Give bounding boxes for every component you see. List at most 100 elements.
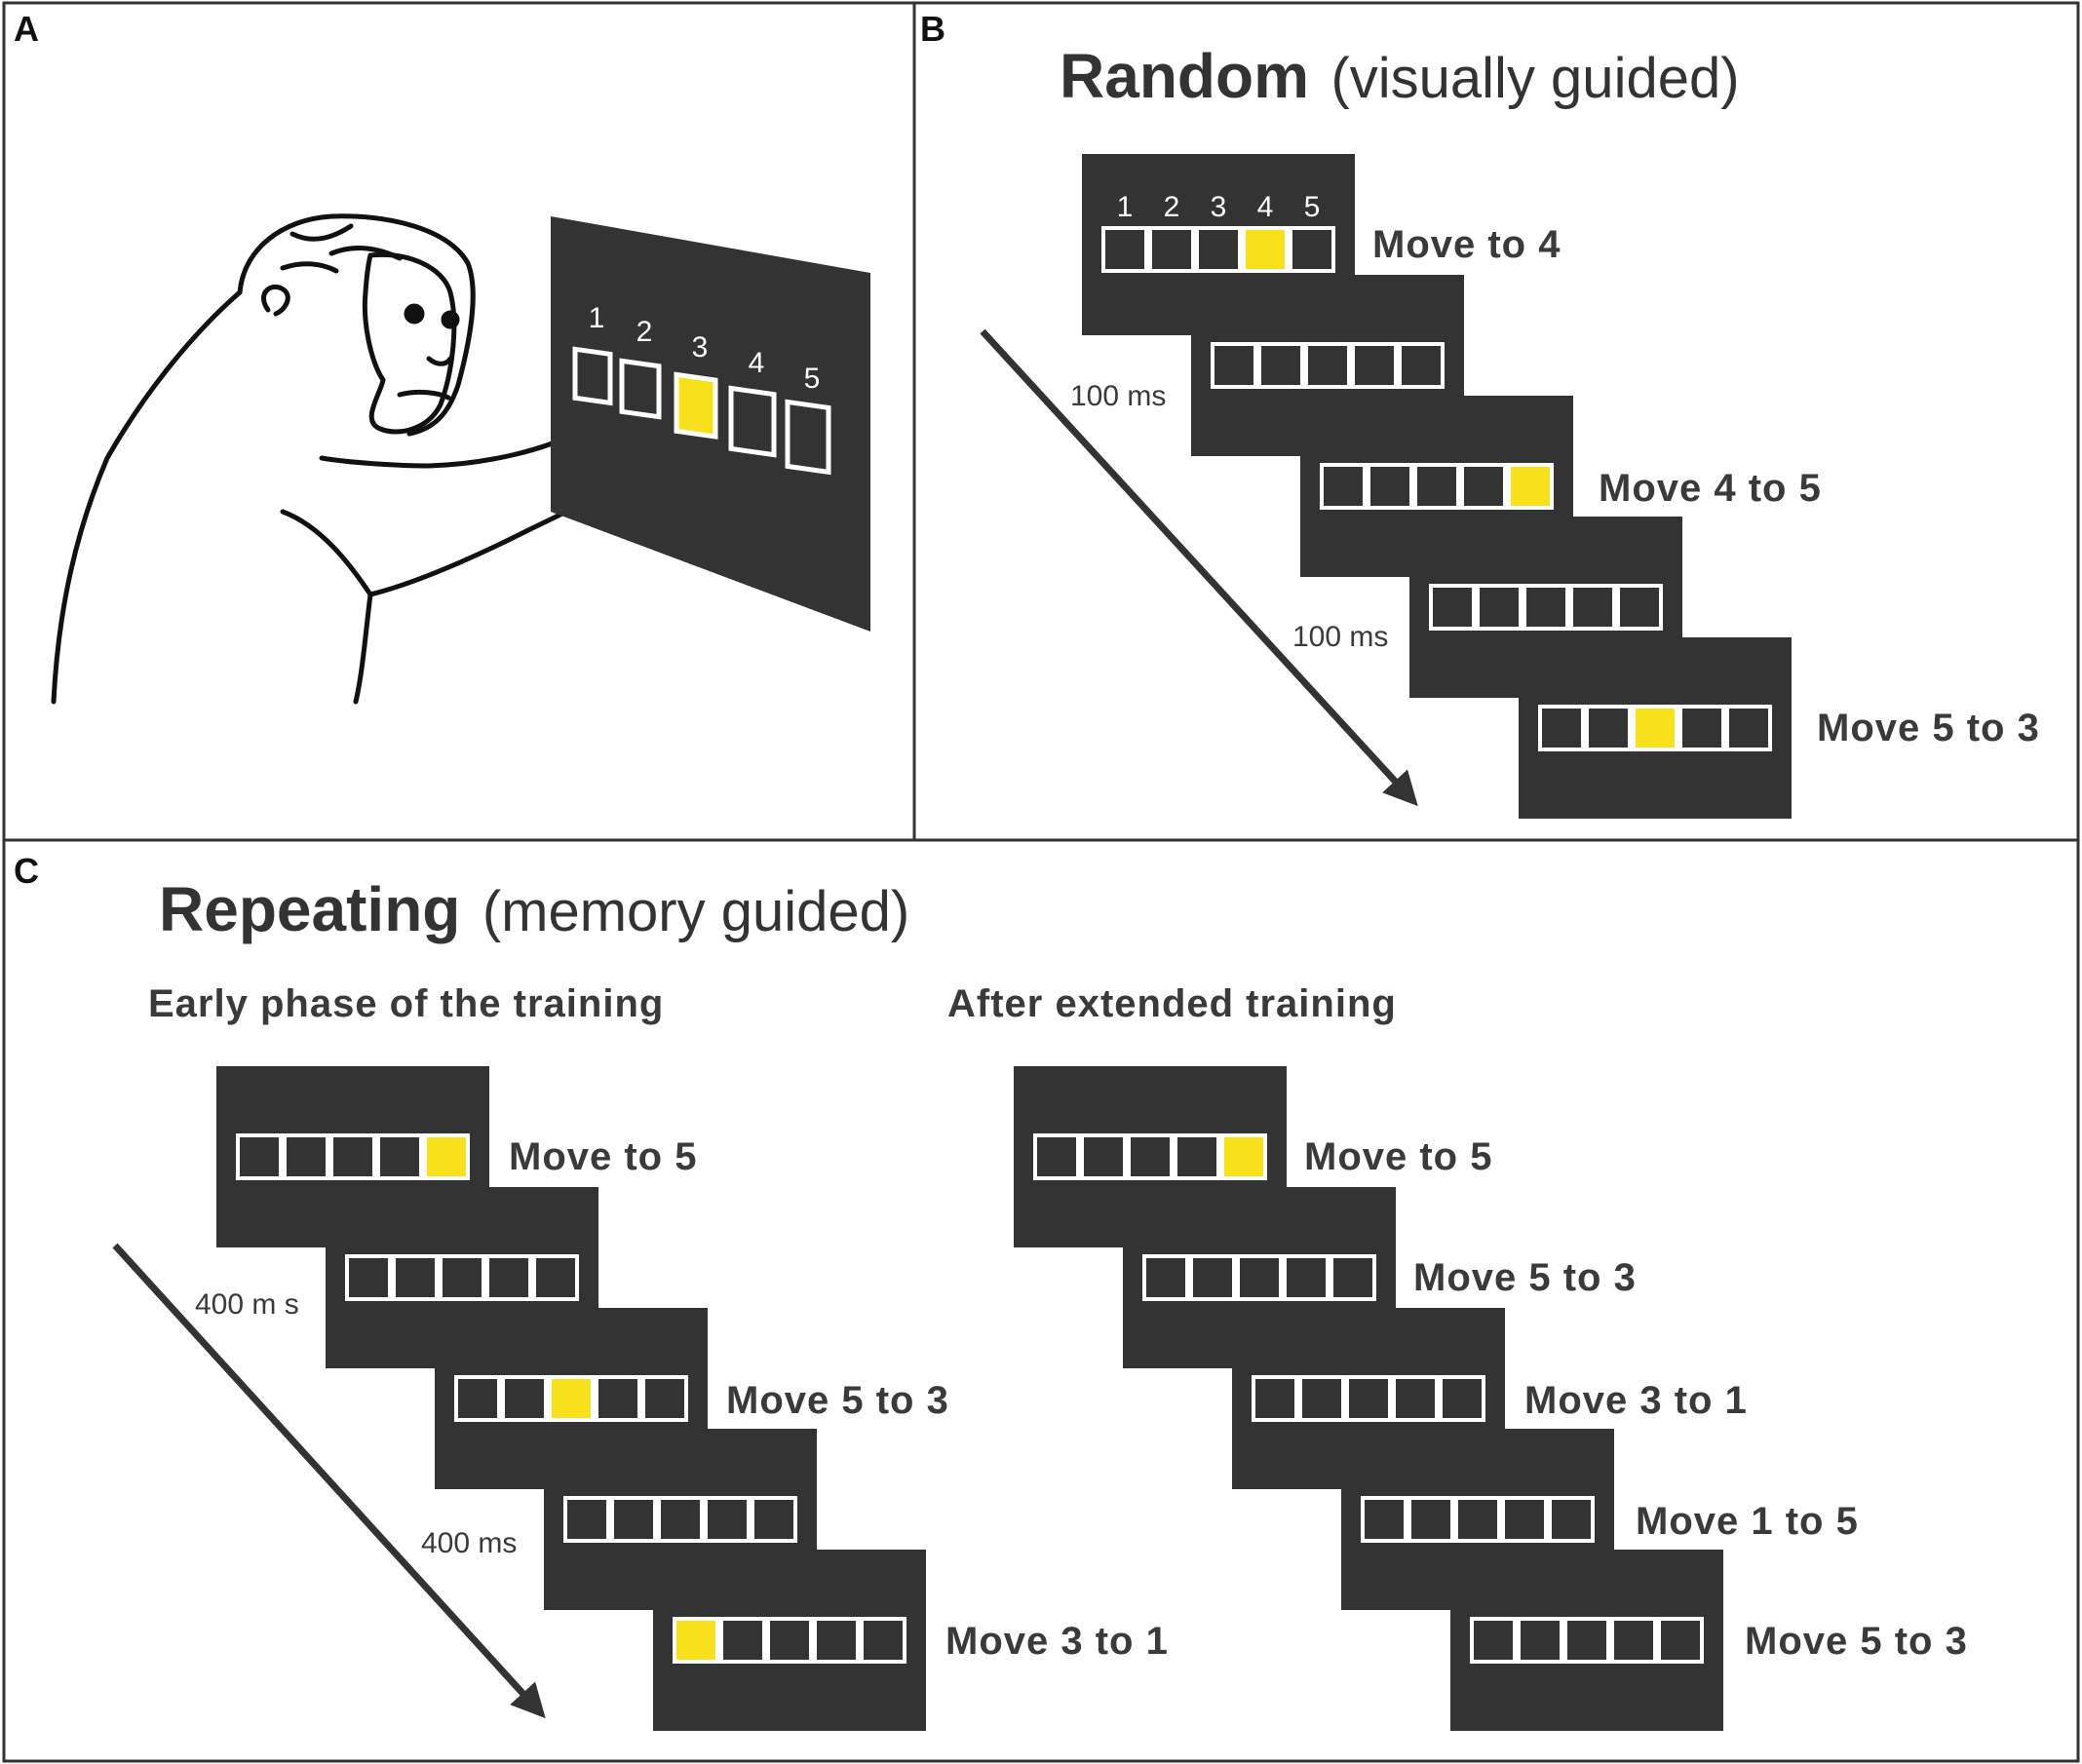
monkey-eye-left (404, 303, 425, 325)
monkey-nose (426, 356, 453, 366)
target-square (1283, 1254, 1330, 1301)
target-square (1361, 1496, 1407, 1543)
target-square (751, 1496, 797, 1543)
move-caption: Move 5 to 3 (726, 1379, 949, 1422)
target-square (1523, 584, 1569, 631)
panel-c-delay-2: 400 ms (421, 1527, 517, 1559)
monkey-head (237, 213, 476, 437)
target-square (1616, 584, 1663, 631)
target-square (1148, 226, 1195, 273)
target-square (1351, 342, 1398, 389)
target-square (1548, 1496, 1595, 1543)
panel-b-title: Random (visually guided) (1060, 41, 1740, 111)
target-square (485, 1254, 532, 1301)
target-number: 1 (589, 302, 605, 334)
panel-c-time-arrow (112, 1243, 546, 1719)
target-square (1289, 226, 1335, 273)
target-number: 3 (1211, 191, 1227, 223)
early-phase-heading: Early phase of the training (148, 982, 664, 1025)
target-square (1413, 463, 1460, 510)
target-square (1298, 1375, 1345, 1422)
target-square (1080, 1133, 1127, 1180)
monkey-ear (261, 284, 290, 317)
target-square (1569, 584, 1616, 631)
panel-c-title-light: (memory guided) (482, 880, 909, 943)
target-square (572, 346, 613, 406)
target-square (728, 385, 777, 458)
target-square (376, 1133, 423, 1180)
target-square (1517, 1617, 1563, 1664)
target-square (657, 1496, 704, 1543)
target-square (704, 1496, 751, 1543)
move-caption: Move 3 to 1 (945, 1620, 1169, 1663)
target-square-lit (674, 371, 718, 440)
target-square (1454, 1496, 1501, 1543)
target-square-lit (1507, 463, 1554, 510)
target-square (1195, 226, 1242, 273)
panel-c-delay-1: 400 m s (195, 1288, 299, 1321)
target-square (766, 1617, 813, 1664)
target-square (1501, 1496, 1548, 1543)
task-screen (1450, 1550, 1723, 1731)
target-square (619, 358, 662, 420)
target-square (1678, 705, 1725, 751)
monkey-fur-lines (280, 223, 403, 274)
target-square (1142, 1254, 1189, 1301)
panel-b-delay-1: 100 ms (1070, 380, 1166, 412)
target-square (1127, 1133, 1174, 1180)
panel-b-title-bold: Random (1060, 41, 1309, 111)
target-square (1033, 1133, 1080, 1180)
target-square (641, 1375, 688, 1422)
target-square (1476, 584, 1523, 631)
target-square (1236, 1254, 1283, 1301)
monkey-mouth (397, 389, 451, 401)
target-number: 2 (636, 316, 653, 348)
extended-training-heading: After extended training (947, 982, 1397, 1025)
target-square (1174, 1133, 1220, 1180)
target-square (1101, 226, 1148, 273)
target-square (1429, 584, 1476, 631)
panel-b-label: B (920, 9, 945, 49)
monkey-chest (319, 426, 588, 469)
panel-c: C Repeating (memory guided) Early phase … (14, 851, 1968, 1731)
move-caption: Move to 5 (509, 1135, 697, 1178)
panel-c-title-bold: Repeating (159, 874, 460, 944)
move-caption: Move 5 to 3 (1745, 1620, 1968, 1663)
target-number: 4 (749, 347, 765, 379)
target-square (1460, 463, 1507, 510)
move-caption: Move 5 to 3 (1817, 707, 2040, 749)
target-square (1304, 342, 1351, 389)
monkey-body-front (353, 592, 373, 705)
target-square (1407, 1496, 1454, 1543)
panel-b-title-light: (visually guided) (1330, 47, 1739, 110)
target-square (1725, 705, 1772, 751)
target-square-lit (548, 1375, 595, 1422)
monkey-back (51, 289, 243, 705)
target-square (532, 1254, 579, 1301)
move-caption: Move 5 to 3 (1413, 1256, 1637, 1299)
task-screen (653, 1550, 926, 1731)
move-caption: Move to 5 (1304, 1135, 1492, 1178)
target-square (595, 1375, 641, 1422)
target-square (329, 1133, 376, 1180)
target-square-lit (423, 1133, 470, 1180)
target-square (1563, 1617, 1610, 1664)
target-square (1367, 463, 1413, 510)
panel-a-label: A (14, 9, 39, 49)
target-square (345, 1254, 392, 1301)
target-square (1330, 1254, 1376, 1301)
target-square (439, 1254, 485, 1301)
target-square (813, 1617, 860, 1664)
target-square (283, 1133, 329, 1180)
target-square (454, 1375, 501, 1422)
move-caption: Move to 4 (1372, 223, 1561, 266)
target-square (1538, 705, 1585, 751)
target-square (1189, 1254, 1236, 1301)
target-square (1392, 1375, 1439, 1422)
